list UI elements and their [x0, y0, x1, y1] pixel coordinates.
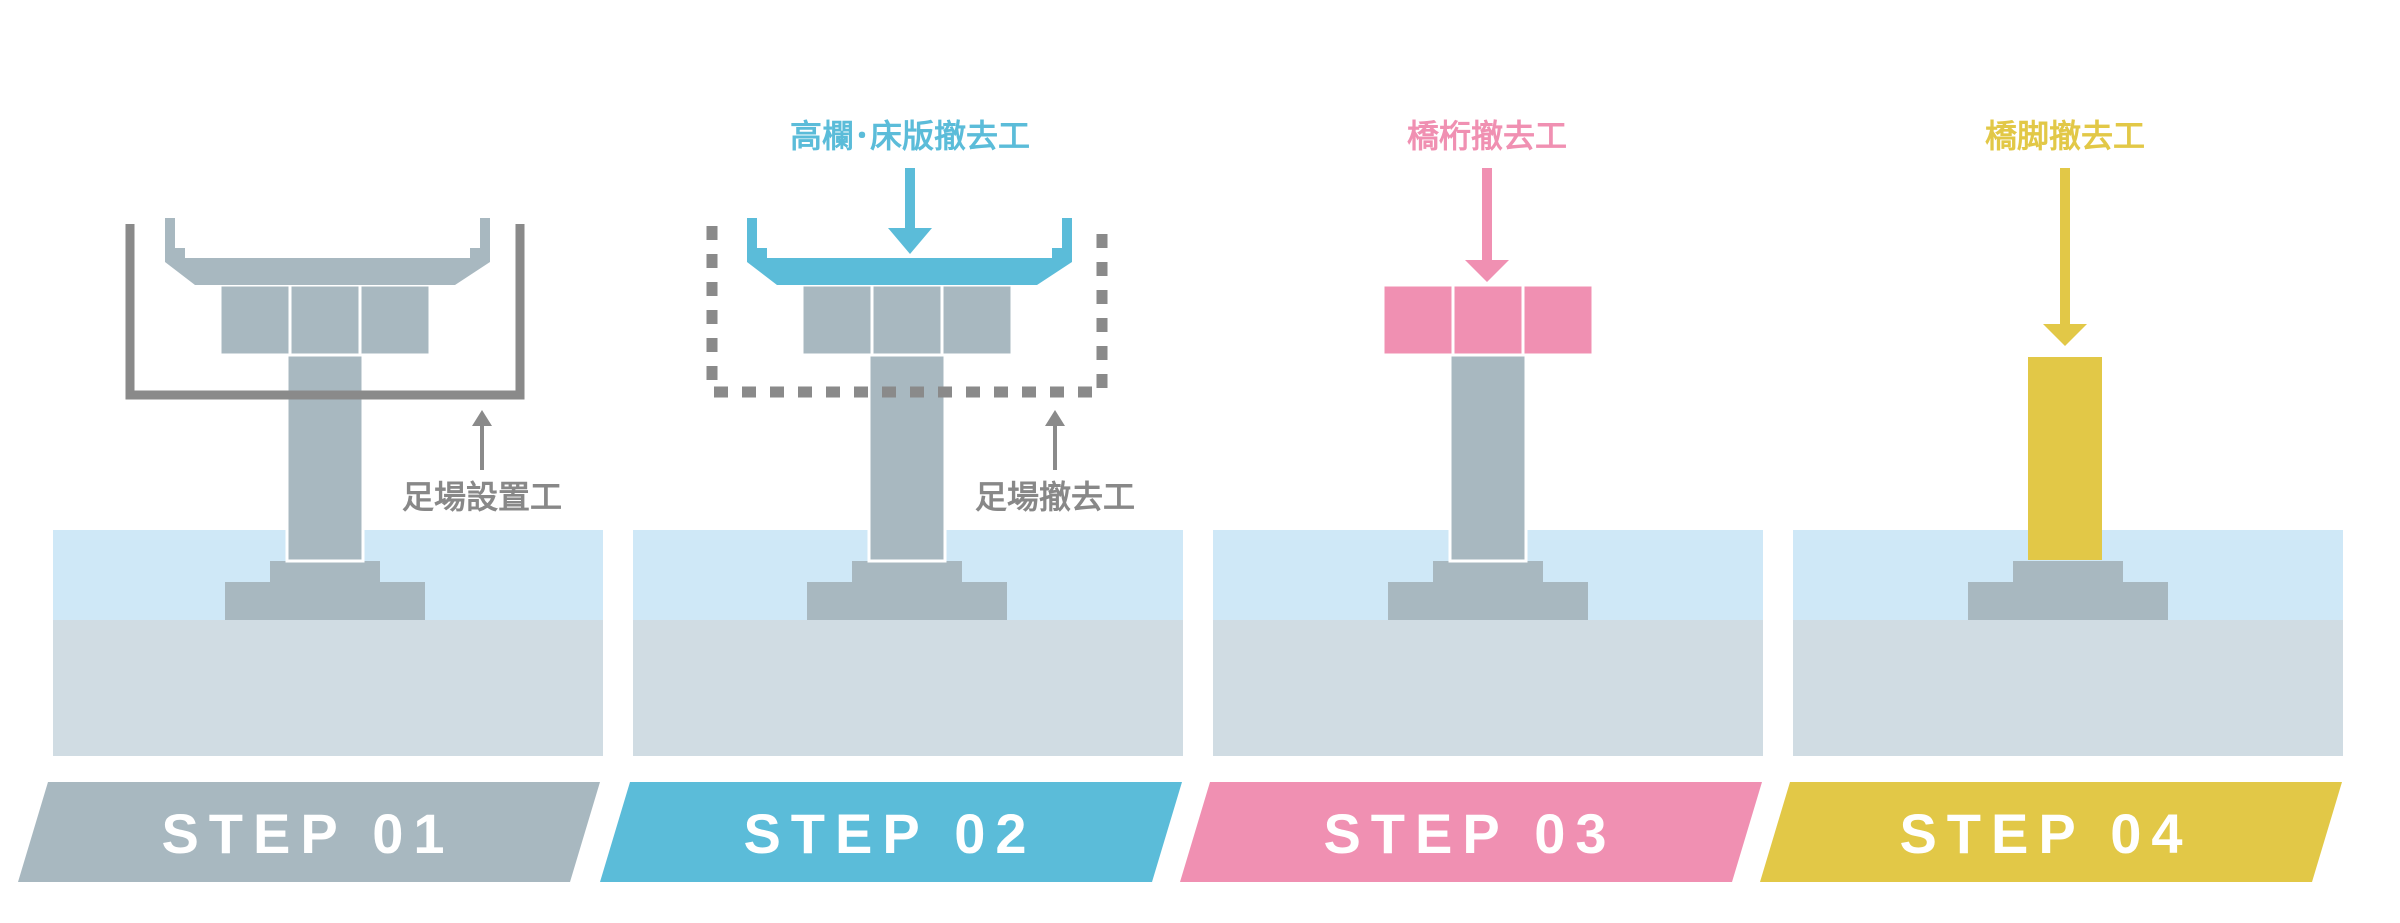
step-01-banner — [18, 782, 600, 882]
footing-base — [225, 582, 425, 620]
pier-column — [867, 353, 947, 563]
footing-base — [807, 582, 1007, 620]
removal-label: 高欄･床版撤去工 — [790, 117, 1030, 155]
ground-layer — [1213, 620, 1763, 756]
girder-block-right — [940, 283, 1014, 357]
girder-block-center — [870, 283, 944, 357]
removal-label: 橋脚撤去工 — [1985, 117, 2145, 155]
girder-block-right — [1521, 283, 1595, 357]
step-04-panel: 橋脚撤去工 STEP 04 — [1760, 117, 2343, 882]
step-02-label: STEP 02 — [743, 802, 1036, 865]
girder-block-left — [800, 283, 874, 357]
removal-label: 橋桁撤去工 — [1407, 117, 1567, 155]
footing-base — [1388, 582, 1588, 620]
removal-arrow-head — [2043, 324, 2087, 346]
ground-layer — [53, 620, 603, 756]
step-03-label: STEP 03 — [1323, 802, 1616, 865]
girder-block-center — [288, 283, 362, 357]
scaffold-frame — [125, 224, 525, 400]
ground-layer — [633, 620, 1183, 756]
scaffold-label: 足場撤去工 — [975, 478, 1135, 516]
girder-block-right — [358, 283, 432, 357]
footing-top — [1433, 561, 1543, 582]
step-01-label: STEP 01 — [161, 802, 454, 865]
footing-base — [1968, 582, 2168, 620]
removal-arrow-head — [1465, 260, 1509, 282]
step-02-banner — [600, 782, 1182, 882]
scaffold-arrow-head — [1045, 410, 1065, 426]
step-02-panel: 高欄･床版撤去工 足場撤去工 STEP 02 — [600, 117, 1183, 882]
girder-block-center — [1451, 283, 1525, 357]
pier-column — [1448, 353, 1528, 563]
removal-arrow-head — [888, 228, 932, 254]
pier-column-removed — [2028, 357, 2102, 560]
scaffold-label: 足場設置工 — [402, 478, 562, 516]
pier-column — [285, 353, 365, 563]
step-04-banner — [1760, 782, 2342, 882]
step-04-label: STEP 04 — [1899, 802, 2192, 865]
ground-layer — [1793, 620, 2343, 756]
footing-top — [852, 561, 962, 582]
footing-top — [270, 561, 380, 582]
step-03-panel: 橋桁撤去工 STEP 03 — [1180, 117, 1763, 882]
step-01-panel: 足場設置工 STEP 01 — [18, 218, 603, 882]
deck-slab — [165, 218, 490, 285]
step-03-banner — [1180, 782, 1762, 882]
deck-slab-removed — [747, 218, 1072, 285]
scaffold-arrow-head — [472, 410, 492, 426]
girder-block-left — [1381, 283, 1455, 357]
footing-top — [2013, 561, 2123, 582]
girder-block-left — [218, 283, 292, 357]
